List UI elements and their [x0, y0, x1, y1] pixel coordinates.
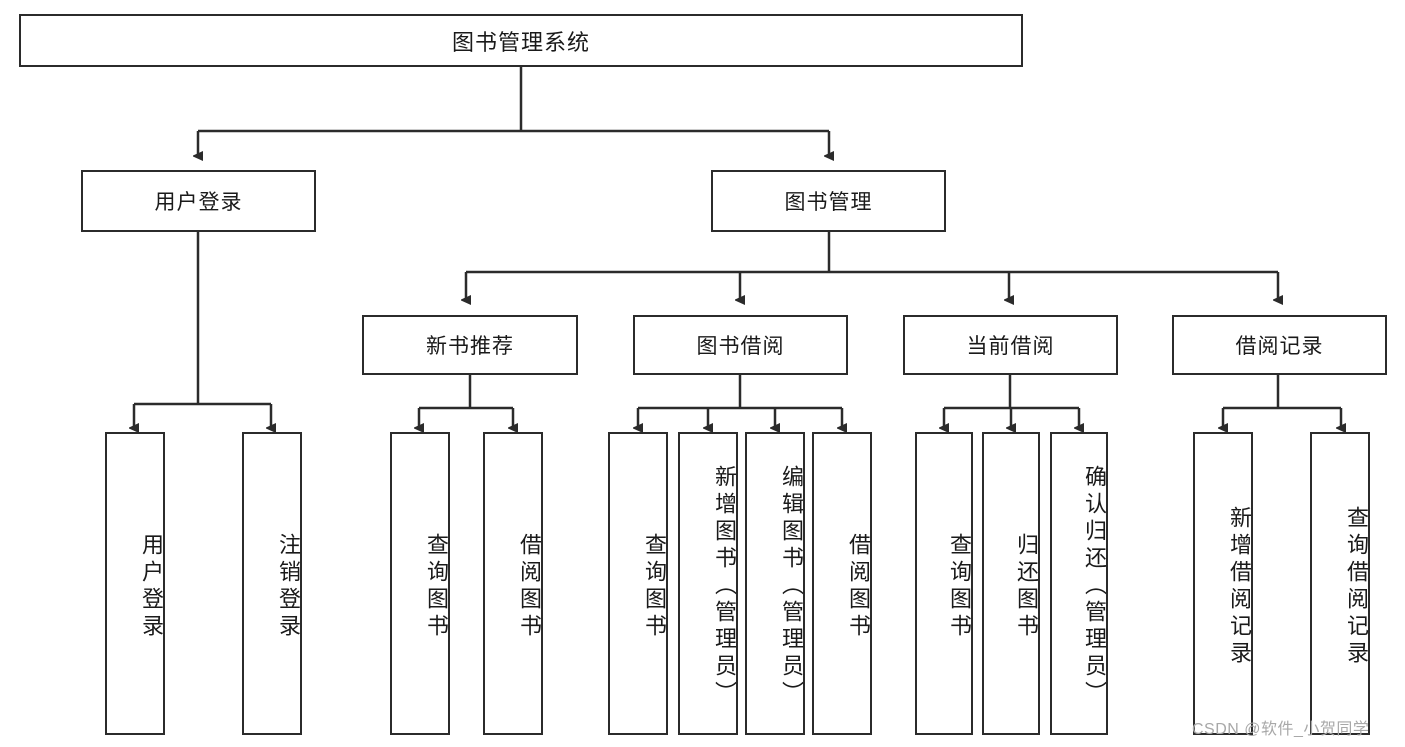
node-label: 图书管理系统: [451, 29, 590, 55]
node-label: 查询图书: [424, 532, 449, 641]
node-label: 编辑图书（管理员）: [779, 465, 804, 708]
node-book-borrow[interactable]: 图书借阅: [633, 315, 848, 375]
csdn-watermark: CSDN @软件_小贺同学: [1192, 721, 1370, 738]
leaf-book-borrow-edit[interactable]: 编辑图书（管理员）: [745, 432, 805, 735]
node-book-management[interactable]: 图书管理: [711, 170, 946, 232]
node-user-login[interactable]: 用户登录: [81, 170, 316, 232]
node-current-borrow[interactable]: 当前借阅: [903, 315, 1118, 375]
node-label: 新书推荐: [426, 335, 514, 358]
leaf-book-borrow-borrow[interactable]: 借阅图书: [812, 432, 872, 735]
node-label: 借阅图书: [846, 532, 871, 641]
node-label: 查询图书: [642, 532, 667, 641]
node-label: 新增借阅记录: [1227, 505, 1252, 668]
node-label: 当前借阅: [966, 335, 1055, 358]
node-label: 查询图书: [947, 532, 972, 641]
leaf-current-borrow-confirm-return[interactable]: 确认归还（管理员）: [1050, 432, 1108, 735]
node-label: 借阅图书: [517, 532, 542, 641]
node-label: 注销登录: [276, 532, 301, 641]
node-label: 图书借阅: [696, 335, 785, 358]
leaf-new-book-query[interactable]: 查询图书: [390, 432, 450, 735]
leaf-book-borrow-query[interactable]: 查询图书: [608, 432, 668, 735]
leaf-user-login-login[interactable]: 用户登录: [105, 432, 165, 735]
leaf-book-borrow-add[interactable]: 新增图书（管理员）: [678, 432, 738, 735]
leaf-current-borrow-return[interactable]: 归还图书: [982, 432, 1040, 735]
node-label: 归还图书: [1014, 532, 1039, 641]
node-label: 确认归还（管理员）: [1082, 465, 1107, 708]
node-label: 查询借阅记录: [1344, 505, 1369, 668]
node-borrow-record[interactable]: 借阅记录: [1172, 315, 1387, 375]
leaf-new-book-borrow[interactable]: 借阅图书: [483, 432, 543, 735]
leaf-user-login-logout[interactable]: 注销登录: [242, 432, 302, 735]
node-label: 用户登录: [139, 532, 164, 641]
node-root-book-management-system[interactable]: 图书管理系统: [19, 14, 1023, 67]
node-label: 新增图书（管理员）: [712, 465, 737, 708]
node-label: 用户登录: [154, 191, 243, 214]
leaf-borrow-record-query[interactable]: 查询借阅记录: [1310, 432, 1370, 735]
leaf-current-borrow-query[interactable]: 查询图书: [915, 432, 973, 735]
node-label: 借阅记录: [1235, 335, 1324, 358]
leaf-borrow-record-add[interactable]: 新增借阅记录: [1193, 432, 1253, 735]
node-new-book-recommend[interactable]: 新书推荐: [362, 315, 578, 375]
node-label: 图书管理: [784, 191, 873, 214]
